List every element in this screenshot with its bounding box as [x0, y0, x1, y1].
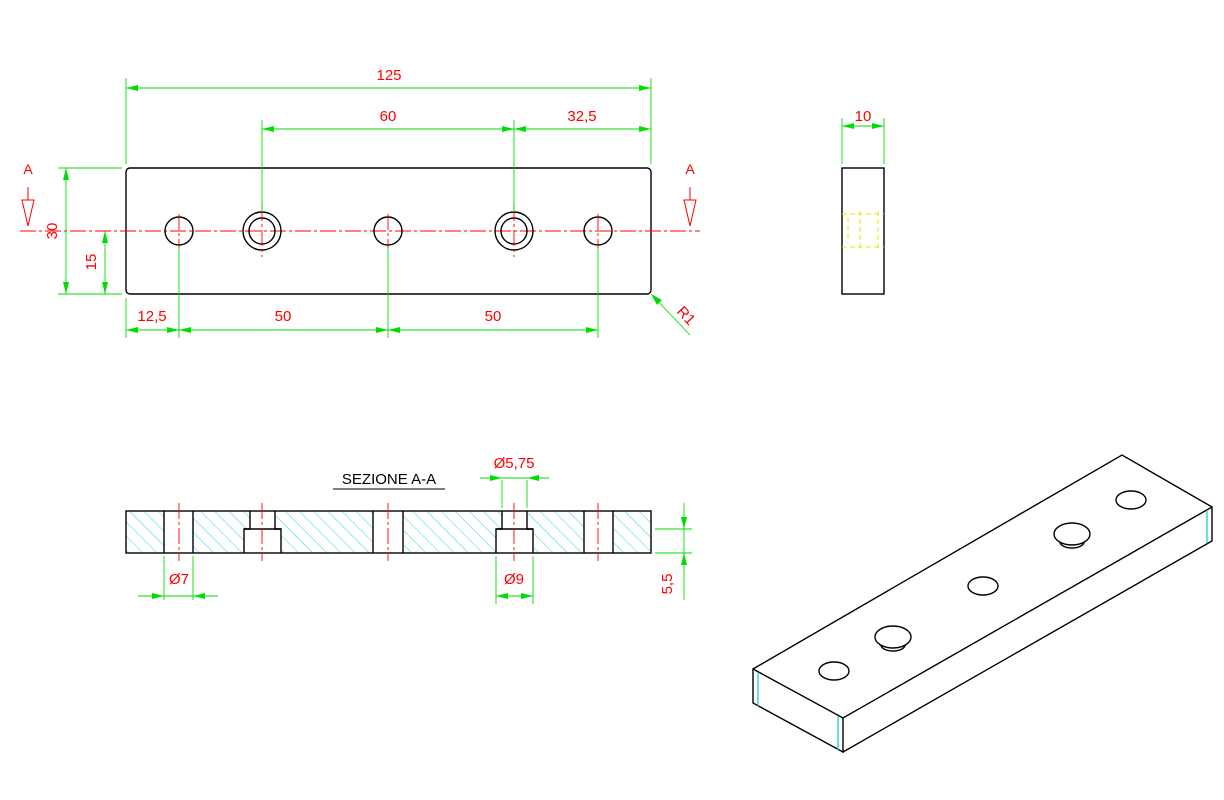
dim-text-through-hole: Ø7: [169, 571, 189, 588]
hole-1: [164, 214, 194, 248]
iso-counterbore-2: [1053, 522, 1091, 549]
dim-text-height: 30: [44, 223, 61, 240]
dim-text-overall-length: 125: [376, 67, 401, 84]
dim-half-height: 15: [83, 231, 108, 294]
dim-counterbore-top: Ø5,75: [480, 455, 549, 508]
dim-text-corner-radius: R1: [673, 303, 699, 329]
section-title: SEZIONE A-A: [342, 471, 436, 488]
dim-text-spacing-left: 50: [275, 308, 292, 325]
side-hidden-counterbore: [842, 211, 884, 250]
dim-counterbore-spacing: 60: [261, 108, 515, 212]
dim-text-counterbore-spacing: 60: [380, 108, 397, 125]
dim-text-end-to-counterbore: 32,5: [567, 108, 596, 125]
section-marker-left-label: A: [23, 161, 33, 177]
isometric-view: [751, 454, 1214, 754]
iso-end-face: [752, 669, 844, 753]
section-marker-left: A: [21, 161, 35, 227]
counterbored-hole-1: [242, 205, 282, 257]
side-outline: [841, 167, 885, 295]
iso-hole-2: [967, 576, 999, 596]
dim-text-counterbore-top: Ø5,75: [494, 455, 535, 472]
dim-overall-length: 125: [125, 67, 652, 164]
section-marker-right-label: A: [685, 161, 695, 177]
dim-thickness: 10: [841, 108, 885, 164]
dim-text-counterbore: Ø9: [504, 571, 524, 588]
iso-hole-3: [1115, 490, 1147, 510]
iso-front-face: [842, 507, 1213, 754]
dim-text-thickness: 10: [855, 108, 872, 125]
dim-end-to-counterbore: 32,5: [514, 108, 651, 132]
dim-bottom-chain: 12,5 50 50: [125, 248, 599, 338]
iso-counterbore-1: [874, 625, 912, 652]
section-marker-right: A: [683, 161, 697, 227]
dim-height: 30: [44, 167, 122, 295]
front-view: 125 60 32,5 30: [20, 67, 700, 338]
section-hatching: [126, 511, 651, 553]
section-view: SEZIONE A-A: [125, 455, 692, 604]
counterbored-hole-2: [494, 205, 534, 257]
side-view: 10: [841, 108, 885, 295]
section-outline: [125, 510, 652, 554]
hole-2: [373, 214, 403, 248]
dim-counterbore: Ø9: [495, 556, 534, 604]
dim-corner-radius: R1: [650, 293, 699, 336]
section-centerlines: [178, 503, 599, 561]
dim-text-first-hole-offset: 12,5: [137, 308, 166, 325]
hole-3: [583, 214, 613, 248]
iso-hole-1: [818, 661, 850, 681]
dim-counterbore-depth: 5,5: [655, 503, 692, 600]
dim-through-hole: Ø7: [138, 556, 218, 600]
dim-text-counterbore-depth: 5,5: [659, 574, 676, 595]
dim-text-half-height: 15: [83, 254, 100, 271]
dim-text-spacing-right: 50: [485, 308, 502, 325]
